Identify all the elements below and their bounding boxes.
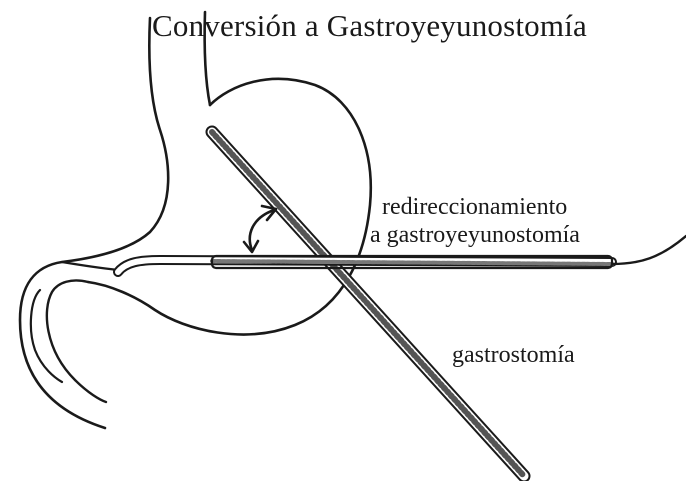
stomach-outline	[88, 79, 371, 335]
duodenum-inner	[47, 280, 106, 402]
redirect-label-line2: a gastroyeyunostomía	[370, 222, 580, 249]
diagram-title: Conversión a Gastroyeyunostomía	[152, 8, 587, 44]
esophagus-left-wall	[20, 18, 168, 428]
redirect-label-line1: redireccionamiento	[382, 194, 567, 221]
duodenum-fold	[31, 290, 62, 382]
gastrostomy-label: gastrostomía	[452, 342, 575, 369]
catheter-tail	[612, 236, 686, 264]
gastrostomy-tube	[212, 132, 524, 476]
pylorus-stub	[62, 262, 118, 270]
